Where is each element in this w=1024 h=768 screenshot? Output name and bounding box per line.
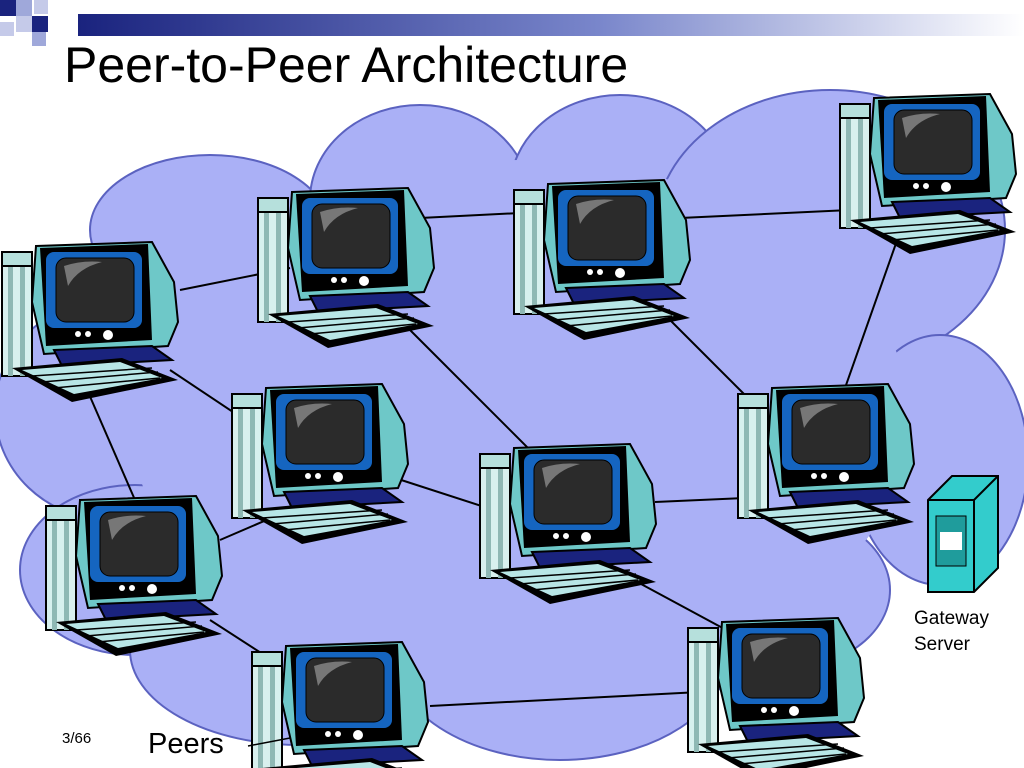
title-bar-gradient: [78, 14, 1024, 36]
page-title: Peer-to-Peer Architecture: [64, 37, 629, 93]
link: [429, 691, 701, 707]
gateway-label-line2: Server: [914, 634, 970, 655]
link: [629, 577, 731, 633]
page-number: 3/66: [62, 730, 92, 747]
link: [84, 384, 136, 501]
computer-icon: [251, 641, 429, 768]
corner-decoration: [0, 0, 48, 46]
link: [844, 231, 901, 389]
computer-icon: [687, 617, 865, 768]
peers-pointer: [247, 737, 291, 747]
link: [679, 209, 851, 219]
gateway-label-line1: Gateway: [914, 608, 989, 629]
server-icon: [927, 475, 999, 593]
gateway-server-label: Gateway Server: [914, 606, 989, 658]
link: [399, 319, 541, 461]
peers-label: Peers: [148, 728, 224, 760]
link: [654, 497, 746, 503]
